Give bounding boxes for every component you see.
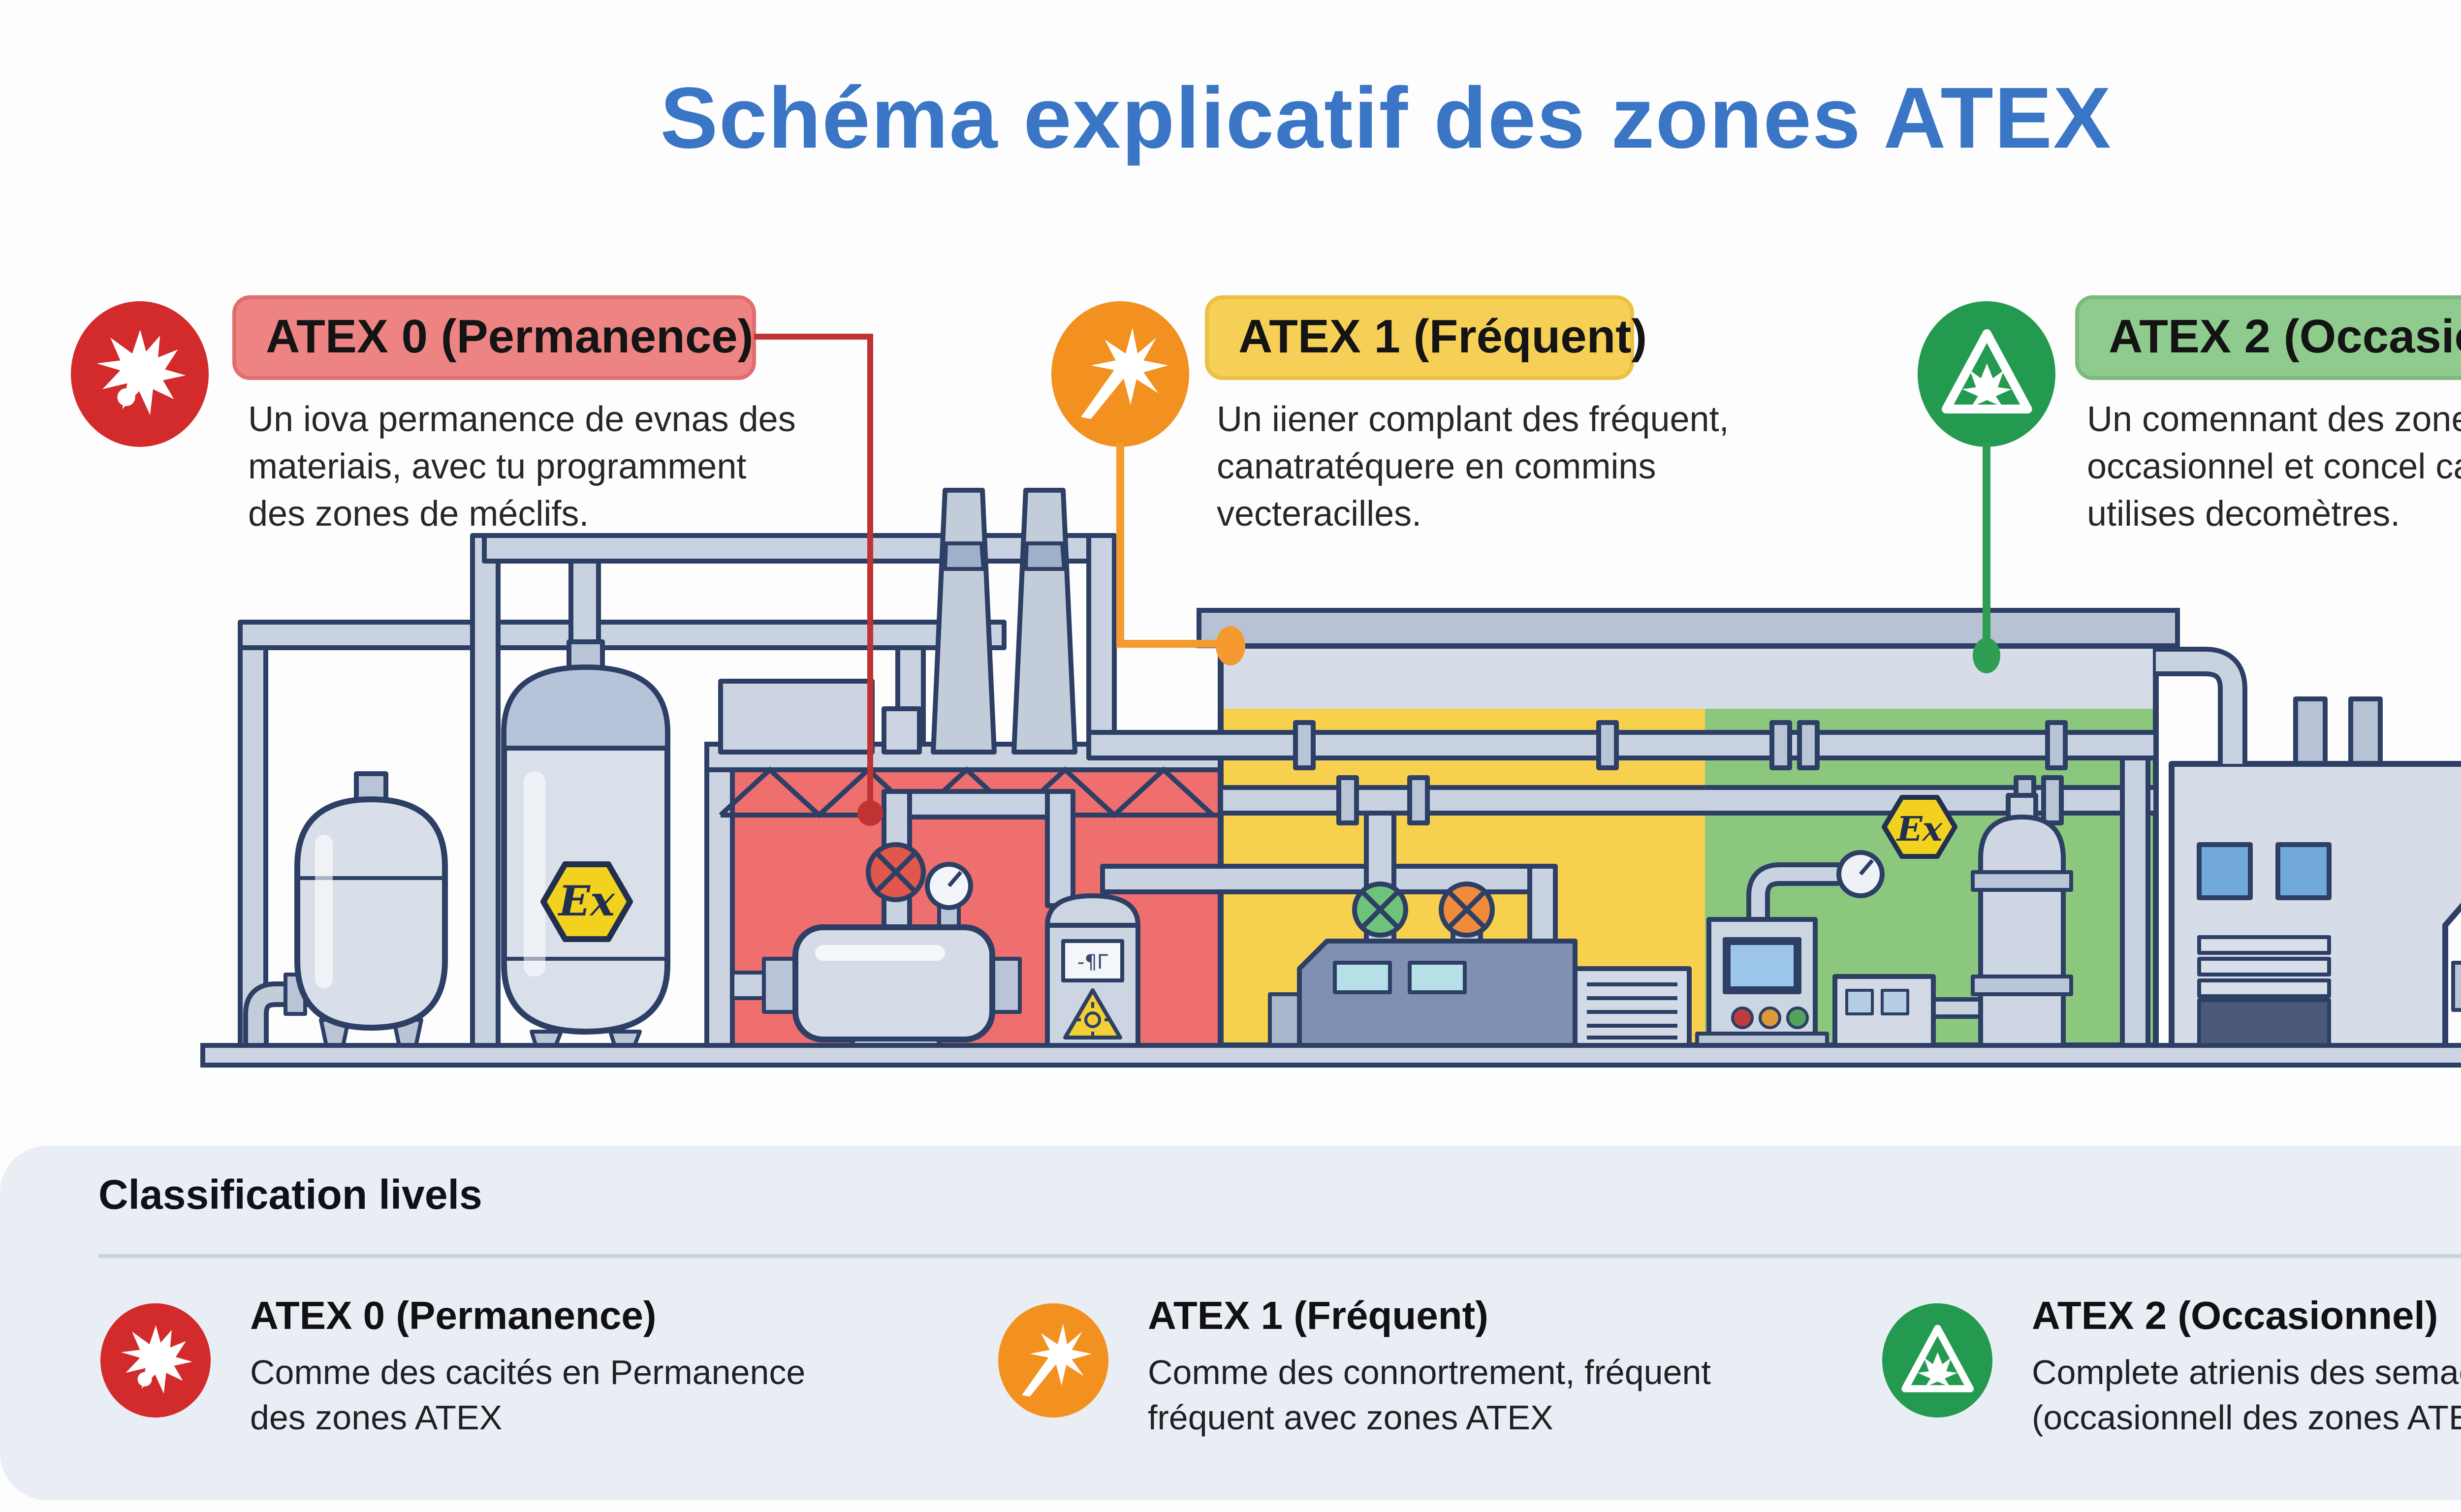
vertical-tank xyxy=(1978,815,2066,1048)
atex2-item-heading: ATEX 2 (Occasionnel) xyxy=(2032,1295,2438,1339)
ex-badge-green-zone: Ex xyxy=(1882,795,1957,859)
atex1-connector-dot xyxy=(1216,626,1245,665)
atex0-icon-badge xyxy=(71,301,209,447)
window xyxy=(2275,842,2332,900)
explosion-icon xyxy=(116,1320,195,1402)
ground-line xyxy=(200,1043,2461,1068)
classification-panel: Classification livels ATEX 0 (Permanence… xyxy=(0,1146,2461,1500)
atex1-zone-equipment xyxy=(1268,882,1692,1048)
page-title: Schéma explicatif des zones ATEX xyxy=(660,71,2112,167)
svg-text:Ex: Ex xyxy=(558,877,615,925)
right-building xyxy=(2156,647,2461,1060)
small-tank xyxy=(294,796,448,1031)
svg-text:-¶Γ: -¶Γ xyxy=(1077,951,1108,974)
atex1-item-description: Comme des connortrement, fréquent fréque… xyxy=(1148,1353,1711,1437)
window xyxy=(2197,842,2253,900)
building-roof xyxy=(1197,608,2180,648)
vent-unit xyxy=(1573,966,1692,1048)
atex2-description: Un comennant des zonescl fréquent occasi… xyxy=(2087,400,2461,534)
atex2-icon-badge xyxy=(1918,301,2055,447)
atex1-icon-badge xyxy=(1051,301,1189,447)
atex0-item-icon xyxy=(100,1303,211,1418)
atex0-connector-line xyxy=(754,334,873,805)
divider xyxy=(98,1254,2461,1258)
atex0-connector-dot xyxy=(857,800,883,826)
dispenser-unit: -¶Γ xyxy=(1045,893,1140,1060)
atex0-description: Un iova permanence de evnas des materiai… xyxy=(248,400,796,534)
atex0-label: ATEX 0 (Permanence) xyxy=(232,295,756,380)
atex0-item-heading: ATEX 0 (Permanence) xyxy=(250,1295,657,1339)
atex2-item-description: Complete atrienis des semacement (occasi… xyxy=(2032,1353,2461,1437)
atex2-item-icon xyxy=(1882,1303,1992,1418)
spark-icon xyxy=(1013,1320,1093,1402)
pump xyxy=(792,924,995,1042)
atex2-label: ATEX 2 (Occasionnel) xyxy=(2075,295,2461,380)
building-pipes xyxy=(1086,720,2158,1048)
atex1-item-heading: ATEX 1 (Fréquent) xyxy=(1148,1295,1488,1339)
atex1-connector-line xyxy=(1116,443,1221,648)
explosion-triangle-icon xyxy=(1897,1320,1977,1402)
atex1-item-icon xyxy=(998,1303,1108,1418)
zone-connectors xyxy=(754,334,2000,826)
smokestacks xyxy=(718,488,1077,755)
classification-heading: Classification livels xyxy=(98,1173,482,1219)
storage-tanks: Ex xyxy=(243,639,670,1059)
svg-text:Ex: Ex xyxy=(1896,810,1943,849)
atex1-label: ATEX 1 (Fréquent) xyxy=(1205,295,1647,380)
ex-badge-tank: Ex xyxy=(540,861,633,942)
atex1-description: Un iiener complant des fréquent, canatra… xyxy=(1217,400,1729,534)
atex2-connector-dot xyxy=(1973,638,2000,673)
atex0-item-description: Comme des cacités en Permanence des zone… xyxy=(250,1353,806,1437)
